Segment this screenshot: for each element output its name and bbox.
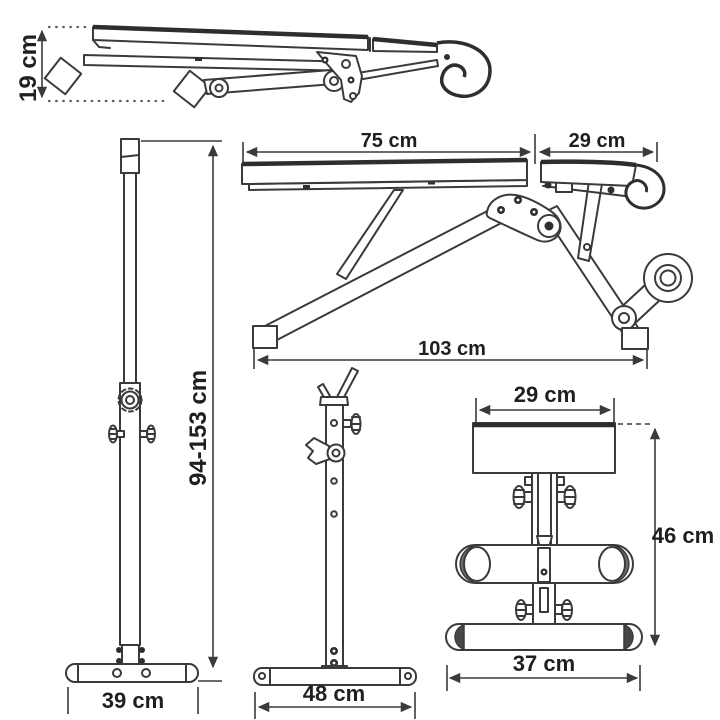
stand-base-tube [65, 663, 199, 683]
seat-pad [472, 422, 616, 474]
dim-stand-base-depth-label: 48 cm [303, 681, 365, 706]
bench-side-view [241, 157, 693, 350]
dim-stand-base-depth: 48 cm [254, 681, 416, 719]
bench-handle-curl [624, 163, 666, 210]
seat-upper-post [531, 472, 558, 546]
bench-front-leg [262, 205, 510, 342]
seat-unit-front-view [445, 422, 643, 651]
dim-bench-pad-length-label: 75 cm [361, 130, 418, 152]
folded-foot-block-mid [172, 69, 212, 109]
dim-bench-total-length: 103 cm [253, 338, 648, 369]
dim-stand-height-range: 94-153 cm [141, 140, 222, 682]
dim-bench-backrest-length: 29 cm [538, 130, 658, 162]
folded-bench-side-view [43, 24, 492, 109]
dim-seat-pad-width: 29 cm [475, 382, 615, 422]
dim-seat-base-width: 37 cm [446, 651, 641, 691]
bench-foot-right [621, 327, 649, 350]
dim-seat-pad-width-label: 29 cm [514, 382, 576, 407]
dim-stand-height-range-label: 94-153 cm [185, 370, 212, 486]
seat-base-tube [445, 623, 643, 651]
dim-seat-unit-height-label: 46 cm [652, 523, 714, 548]
folded-foot-block-left [43, 56, 83, 96]
dim-stand-base-width-label: 39 cm [102, 688, 164, 713]
dim-seat-base-width-label: 37 cm [513, 651, 575, 676]
dim-folded-height-label: 19 cm [15, 34, 42, 102]
stand-side-base-tube [253, 667, 417, 686]
bench-foot-left [252, 325, 278, 349]
dim-stand-base-width: 39 cm [67, 687, 199, 714]
dim-bench-total-length-label: 103 cm [418, 338, 486, 360]
dim-folded-height: 19 cm [15, 25, 166, 103]
dim-bench-pad-length: 75 cm [242, 130, 536, 164]
folded-handle-curl [436, 40, 492, 99]
stand-outer-post [119, 382, 141, 646]
stand-latch-lever [305, 437, 331, 465]
dim-seat-unit-height: 46 cm [618, 423, 714, 647]
stand-hook-arm [336, 367, 359, 400]
stand-side-view [253, 367, 417, 686]
stand-inner-post [123, 172, 137, 384]
stand-front-view [65, 138, 199, 683]
dim-bench-backrest-length-label: 29 cm [569, 130, 626, 152]
